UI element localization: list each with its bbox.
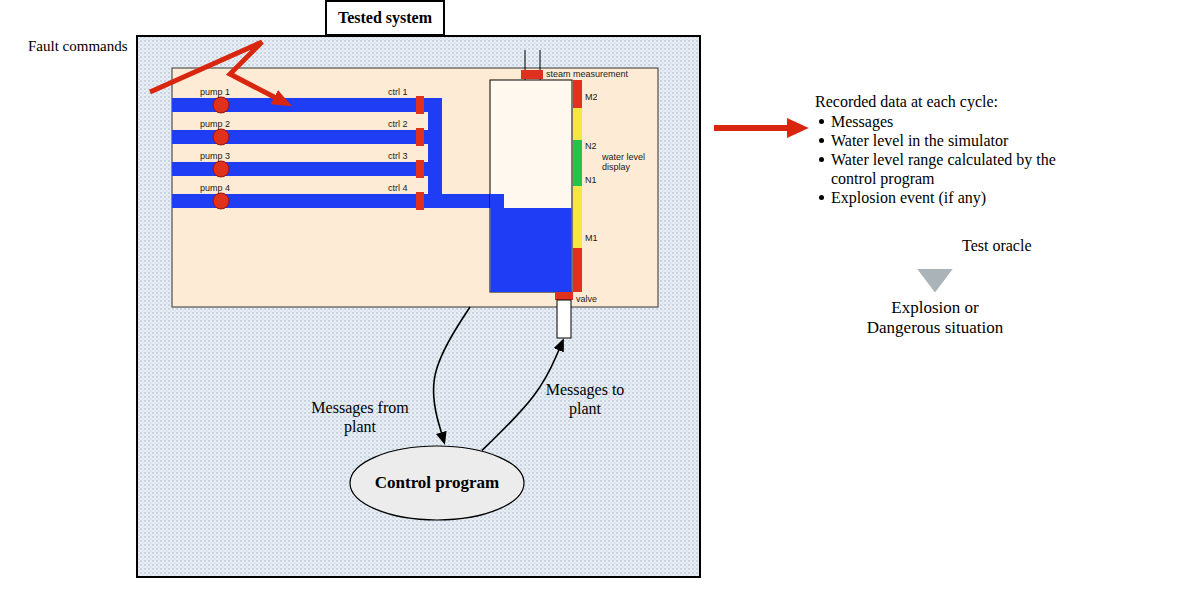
message-arrow (433, 307, 470, 434)
steam-sensor (521, 70, 543, 79)
part-label: ctrl 1 (388, 87, 408, 97)
list-item: Explosion event (if any) (815, 188, 1066, 207)
boiler-simulator (172, 50, 658, 338)
level-band (573, 186, 582, 248)
outlet-pipe (557, 300, 571, 338)
part-label: ctrl 3 (388, 151, 408, 161)
level-band (573, 140, 582, 186)
pipe (490, 194, 504, 208)
pipe (172, 162, 428, 176)
part-label: pump 4 (200, 183, 230, 193)
oracle-arrow (927, 215, 943, 271)
level-band (573, 248, 582, 292)
connector-label: Messages from plant (310, 398, 410, 436)
system-title: Tested system (325, 0, 445, 36)
pipe (172, 130, 428, 144)
pump-symbol (213, 97, 229, 113)
part-label: valve (576, 294, 597, 304)
system-housing (137, 36, 700, 577)
connector-label: Messages to plant (545, 380, 625, 418)
level-band (573, 80, 582, 108)
node-text: Explosion or Dangerous situation (860, 298, 1010, 338)
part-label: pump 3 (200, 151, 230, 161)
list-item: Messages (815, 112, 1066, 131)
part-label: ctrl 2 (388, 119, 408, 129)
list-item: Water level range calculated by the cont… (815, 150, 1066, 188)
simulator-panel: pump 1 ctrl 1 pump 2 ctrl 2 pump 3 ctrl 3 pump… (172, 68, 658, 307)
water (491, 208, 572, 292)
list-heading: Recorded data at each cycle: (815, 92, 1066, 112)
ctrl-symbol (416, 96, 424, 114)
node-text: Control program (349, 445, 525, 521)
fault-arrow (150, 42, 276, 98)
callout-label: Fault commands (28, 38, 128, 55)
pipe (172, 98, 428, 112)
part-label: N2 (585, 141, 597, 151)
part-label: pump 1 (200, 87, 230, 97)
part-label: water level display (602, 152, 654, 172)
ctrl-symbol (416, 192, 424, 210)
output-arrow (714, 125, 789, 131)
part-label: M2 (585, 92, 598, 102)
part-label: pump 2 (200, 119, 230, 129)
level-band (573, 108, 582, 140)
pump-symbol (213, 193, 229, 209)
pump-symbol (213, 161, 229, 177)
system-box: Tested systempump 1ctrl 1pump 2ctrl 2pum… (137, 36, 700, 577)
part-label: ctrl 4 (388, 183, 408, 193)
ctrl-symbol (416, 128, 424, 146)
result-box: Explosion or Dangerous situation (860, 298, 1010, 338)
pipe (428, 98, 442, 208)
message-arrow (482, 349, 559, 450)
valve-symbol (555, 292, 573, 300)
part-label: steam measurement (546, 69, 628, 79)
panel-ground (172, 68, 658, 307)
part-label: N1 (585, 175, 597, 185)
boiler-tank (490, 80, 572, 292)
ctrl-symbol (416, 160, 424, 178)
ellipse-shape (350, 446, 524, 520)
program-ellipse: Control program (349, 445, 525, 521)
data-list: Recorded data at each cycle:MessagesWate… (815, 92, 1066, 207)
connector-label: Test oracle (962, 236, 1072, 255)
list-item: Water level in the simulator (815, 131, 1066, 150)
pump-symbol (213, 129, 229, 145)
part-label: M1 (585, 233, 598, 243)
pipe (172, 194, 502, 208)
